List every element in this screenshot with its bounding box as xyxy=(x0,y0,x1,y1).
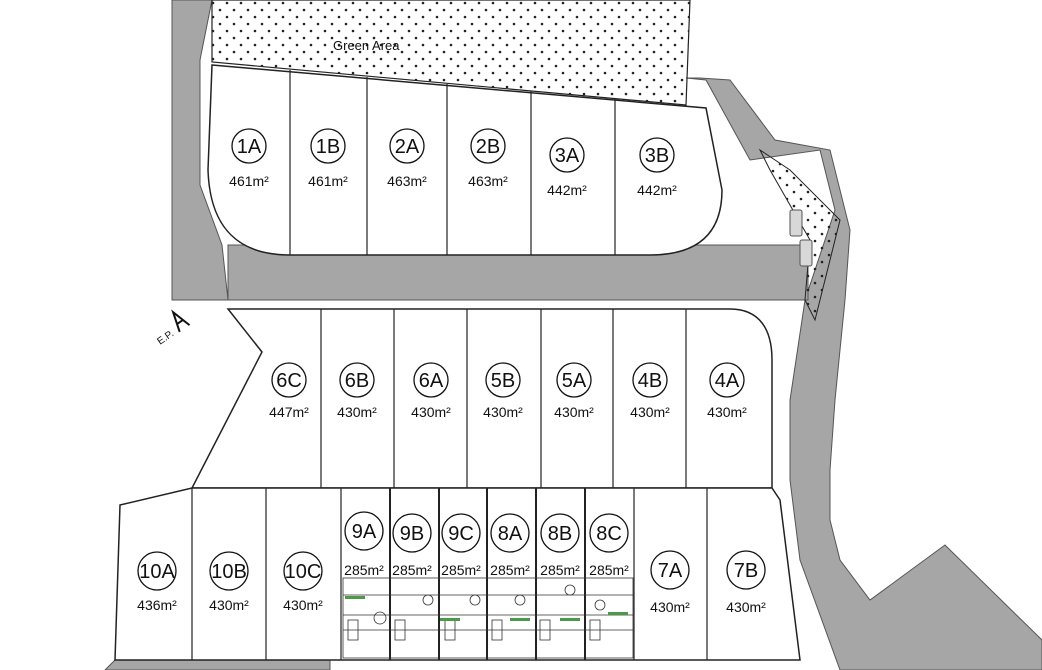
lot-marker-7a xyxy=(650,550,690,590)
lot-id-8a: 8A xyxy=(498,523,523,545)
lot-id-1b: 1B xyxy=(316,136,340,158)
lot-marker-6a xyxy=(413,362,449,398)
lot-id-10a: 10A xyxy=(139,561,175,583)
road-network xyxy=(104,0,1042,670)
lot-id-10b: 10B xyxy=(211,561,247,583)
lot-area-10b: 430m² xyxy=(209,597,249,613)
block-middle xyxy=(190,308,773,489)
lot-marker-6b xyxy=(339,362,375,398)
north-label: E.P. xyxy=(155,328,176,347)
lot-marker-2a xyxy=(389,128,425,164)
lot-area-2b: 463m² xyxy=(468,173,508,189)
lot-marker-10b xyxy=(209,551,249,591)
lot-marker-4a xyxy=(709,362,745,398)
lot-marker-9b xyxy=(392,513,432,553)
parking-icon xyxy=(789,209,813,267)
block-middle-outline xyxy=(190,308,773,489)
lot-area-6a: 430m² xyxy=(411,404,451,420)
block-top xyxy=(207,64,723,256)
lot-id-4a: 4A xyxy=(715,370,740,392)
lot-id-2b: 2B xyxy=(476,136,500,158)
lot-area-10a: 436m² xyxy=(137,597,177,613)
lot-area-3b: 442m² xyxy=(637,182,677,198)
lot-marker-9c xyxy=(441,513,481,553)
lot-area-5a: 430m² xyxy=(554,404,594,420)
lot-area-9a: 285m² xyxy=(344,562,384,578)
townhouse-greenery xyxy=(345,596,628,621)
lot-id-8b: 8B xyxy=(548,523,572,545)
road-top-left xyxy=(171,0,229,301)
lot-marker-1a xyxy=(231,128,267,164)
north-arrow xyxy=(171,309,191,333)
lot-id-6c: 6C xyxy=(276,370,302,392)
lot-id-5b: 5B xyxy=(491,370,515,392)
lot-marker-6c xyxy=(271,362,307,398)
lot-id-1a: 1A xyxy=(237,136,262,158)
lot-area-5b: 430m² xyxy=(483,404,523,420)
green-strip-right xyxy=(758,148,841,322)
lot-id-6b: 6B xyxy=(345,370,369,392)
lot-area-10c: 430m² xyxy=(283,597,323,613)
lot-marker-8c xyxy=(589,513,629,553)
lot-id-10c: 10C xyxy=(285,561,322,583)
lot-area-6b: 430m² xyxy=(337,404,377,420)
lot-marker-10c xyxy=(283,551,323,591)
lot-id-9a: 9A xyxy=(352,521,377,543)
lot-marker-5a xyxy=(556,362,592,398)
lot-area-9b: 285m² xyxy=(392,562,432,578)
lot-marker-3b xyxy=(639,137,675,173)
lot-marker-2b xyxy=(470,128,506,164)
lot-area-1b: 461m² xyxy=(308,173,348,189)
lot-marker-8a xyxy=(490,513,530,553)
lot-marker-1b xyxy=(310,128,346,164)
lot-id-5a: 5A xyxy=(562,370,587,392)
lot-marker-3a xyxy=(549,137,585,173)
lot-area-7b: 430m² xyxy=(726,599,766,615)
lot-labels: 1A 461m² 1B 461m² 2A 463m² 2B 463m² 3A 442m² 3B 442… xyxy=(137,128,766,615)
lot-area-1a: 461m² xyxy=(229,173,269,189)
lot-area-4a: 430m² xyxy=(707,404,747,420)
green-area-label: Green Area xyxy=(333,38,400,53)
lot-id-6a: 6A xyxy=(419,370,444,392)
lot-marker-9a xyxy=(344,511,384,551)
lot-marker-5b xyxy=(485,362,521,398)
lot-area-2a: 463m² xyxy=(387,173,427,189)
road-right xyxy=(685,77,1042,670)
lot-marker-7b xyxy=(726,550,766,590)
lot-id-7b: 7B xyxy=(734,560,758,582)
lot-marker-10a xyxy=(137,551,177,591)
lot-id-9c: 9C xyxy=(448,523,474,545)
townhouse-floorplans xyxy=(342,577,634,659)
lot-id-7a: 7A xyxy=(658,560,683,582)
lot-area-8a: 285m² xyxy=(490,562,530,578)
lot-area-8b: 285m² xyxy=(540,562,580,578)
green-area xyxy=(211,0,691,106)
lot-marker-8b xyxy=(540,513,580,553)
block-bottom xyxy=(114,487,801,661)
lot-area-3a: 442m² xyxy=(547,182,587,198)
lot-area-6c: 447m² xyxy=(269,404,309,420)
lot-id-2a: 2A xyxy=(395,136,420,158)
lot-area-4b: 430m² xyxy=(630,404,670,420)
lot-area-8c: 285m² xyxy=(589,562,629,578)
lot-id-4b: 4B xyxy=(638,370,662,392)
lot-area-7a: 430m² xyxy=(650,599,690,615)
lot-id-8c: 8C xyxy=(596,523,622,545)
lot-marker-4b xyxy=(632,362,668,398)
lot-id-9b: 9B xyxy=(400,523,424,545)
north-arrow-icon xyxy=(171,309,191,333)
lot-area-9c: 285m² xyxy=(441,562,481,578)
lot-id-3a: 3A xyxy=(555,145,580,167)
block-top-outline xyxy=(207,64,723,256)
lot-id-3b: 3B xyxy=(645,145,669,167)
